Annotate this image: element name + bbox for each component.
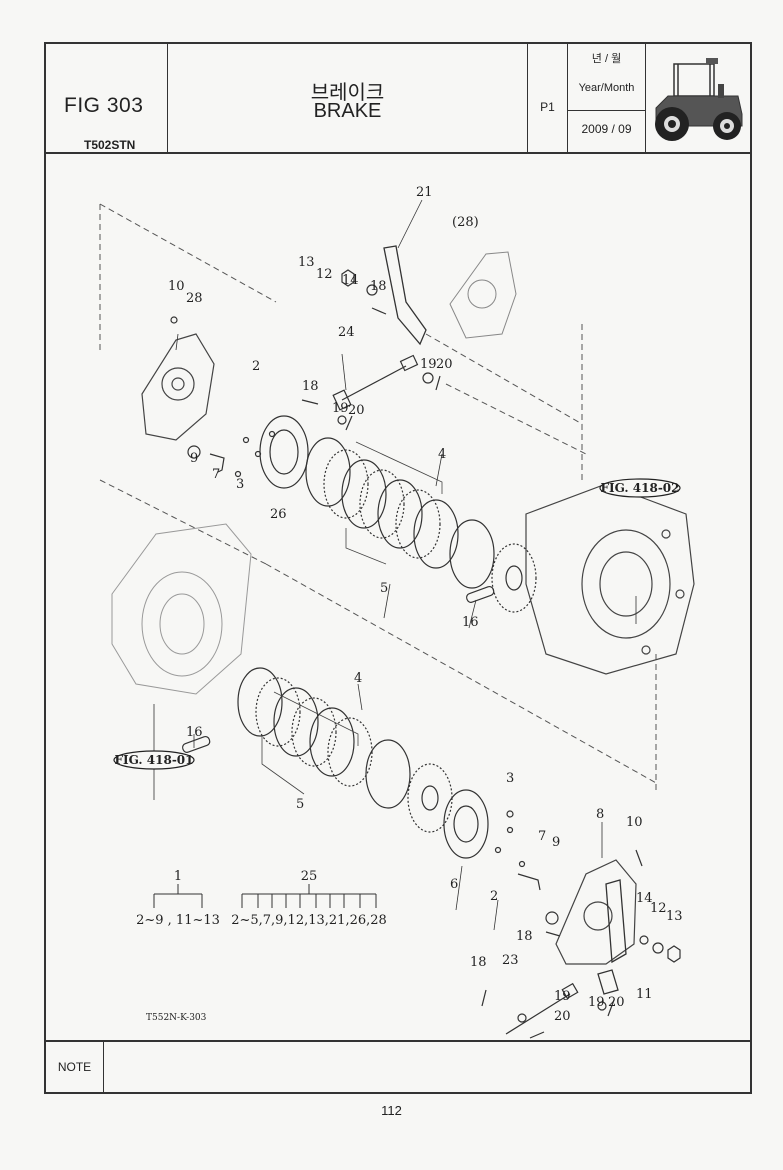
callout-7-lower: 7 <box>538 829 546 844</box>
callouts-upper: 21 (28) 13 12 14 18 10 28 24 2 18 19 20 … <box>168 185 479 630</box>
brake-exploded-diagram: 21 (28) 13 12 14 18 10 28 24 2 18 19 20 … <box>99 185 695 1039</box>
callout-18-lower: 18 <box>516 929 533 944</box>
callout-16: 16 <box>462 615 479 630</box>
phantom-lines <box>99 203 659 794</box>
callout-2-lower: 2 <box>490 889 498 904</box>
callout-16-lower: 16 <box>186 725 203 740</box>
callout-20-lower: 20 <box>608 995 625 1010</box>
callout-3-lower: 3 <box>506 771 514 786</box>
pedal-lever-lower <box>597 879 627 995</box>
drawing-code: T552N-K-303 <box>146 1013 207 1023</box>
group-25-range: 2~5,7,9,12,13,21,26,28 <box>231 913 387 928</box>
callout-14: 14 <box>342 273 359 288</box>
date-cell: 년 / 월 Year/Month 2009 / 09 <box>568 44 646 152</box>
group-1-range: 2~9 , 11~13 <box>136 913 220 928</box>
leader-lines <box>153 199 637 931</box>
callout-18b: 18 <box>302 379 319 394</box>
pedal-lever-upper <box>383 245 427 346</box>
model-code: T502STN <box>84 138 136 152</box>
brake-cover-upper-ref <box>449 251 517 339</box>
brake-cover-lower <box>555 859 637 965</box>
callout-12: 12 <box>316 267 333 282</box>
callout-20: 20 <box>436 357 453 372</box>
callout-19b: 19 <box>332 401 349 416</box>
group-labels: 1 2~9 , 11~13 25 2~5,7,9,12,13,21,26,28 <box>136 869 387 928</box>
callout-12-lower: 12 <box>650 901 667 916</box>
callout-18: 18 <box>370 279 387 294</box>
pins <box>182 585 495 753</box>
callout-9: 9 <box>190 451 198 466</box>
fig-ref-418-01: FIG. 418-01 <box>113 750 195 770</box>
fig-cell: FIG 303 T502STN <box>46 44 168 152</box>
callout-4-lower: 4 <box>354 671 362 686</box>
note-label: NOTE <box>46 1042 104 1092</box>
drawing-frame: FIG 303 T502STN 브레이크 BRAKE P1 년 / 월 Year… <box>44 42 752 1094</box>
callout-7: 7 <box>212 467 220 482</box>
svg-text:FIG. 418-02: FIG. 418-02 <box>600 481 679 495</box>
callout-5-lower: 5 <box>296 797 304 812</box>
callout-5: 5 <box>380 581 388 596</box>
housing-left <box>111 523 252 695</box>
callout-19b-lower: 19 <box>588 995 605 1010</box>
callout-28: 28 <box>186 291 203 306</box>
small-parts <box>170 269 681 1039</box>
friction-plates-lower <box>237 667 489 859</box>
page-code: P1 <box>540 100 555 114</box>
revision-date: 2009 / 09 <box>581 122 632 136</box>
title-english: BRAKE <box>313 100 382 122</box>
date-divider <box>568 110 645 111</box>
title-block: FIG 303 T502STN 브레이크 BRAKE P1 년 / 월 Year… <box>46 44 750 154</box>
title-cell: 브레이크 BRAKE <box>168 44 528 152</box>
callout-6: 6 <box>450 877 458 892</box>
callout-13: 13 <box>298 255 315 270</box>
callout-3: 3 <box>236 477 244 492</box>
callout-18b-lower: 18 <box>470 955 487 970</box>
tractor-icon <box>655 58 743 141</box>
tractor-icon-cell <box>646 44 752 152</box>
group-brackets-plates <box>261 441 443 795</box>
page-number: 112 <box>381 1103 402 1118</box>
callout-11: 11 <box>636 987 653 1002</box>
callout-24: 24 <box>338 325 355 340</box>
page-code-cell: P1 <box>528 44 568 152</box>
fig-number: FIG 303 <box>64 94 144 117</box>
housing-right <box>525 483 695 675</box>
brake-rod-lower <box>505 982 579 1035</box>
title-korean: 브레이크 <box>310 82 385 104</box>
group-25-number: 25 <box>301 869 318 884</box>
callout-23: 23 <box>502 953 519 968</box>
callouts-lower: 4 16 5 3 8 10 7 9 6 2 14 12 13 18 18 23 … <box>186 671 683 1024</box>
callout-8: 8 <box>596 807 604 822</box>
callout-26: 26 <box>270 507 287 522</box>
group-1-number: 1 <box>174 869 182 884</box>
callout-20b-lower: 20 <box>554 1009 571 1024</box>
callout-9-lower: 9 <box>552 835 560 850</box>
callout-14-lower: 14 <box>636 891 653 906</box>
year-month-korean: 년 / 월 <box>591 53 622 65</box>
year-month-english: Year/Month <box>578 82 635 94</box>
friction-plates-upper <box>259 415 537 613</box>
callout-10: 10 <box>168 279 185 294</box>
callout-21: 21 <box>416 185 433 200</box>
group-trees <box>153 884 377 908</box>
callout-13-lower: 13 <box>666 909 683 924</box>
callout-28-ref: (28) <box>452 215 479 230</box>
callout-4: 4 <box>438 447 446 462</box>
note-row: NOTE <box>46 1040 750 1092</box>
callout-10-lower: 10 <box>626 815 643 830</box>
brake-cover-upper <box>141 333 215 441</box>
callout-2: 2 <box>252 359 260 374</box>
brake-rod-upper <box>332 354 419 411</box>
callout-19-lower: 19 <box>554 989 571 1004</box>
callout-20b: 20 <box>348 403 365 418</box>
svg-text:FIG. 418-01: FIG. 418-01 <box>114 753 193 767</box>
callout-19: 19 <box>420 357 437 372</box>
fig-ref-418-02: FIG. 418-02 <box>599 478 681 498</box>
